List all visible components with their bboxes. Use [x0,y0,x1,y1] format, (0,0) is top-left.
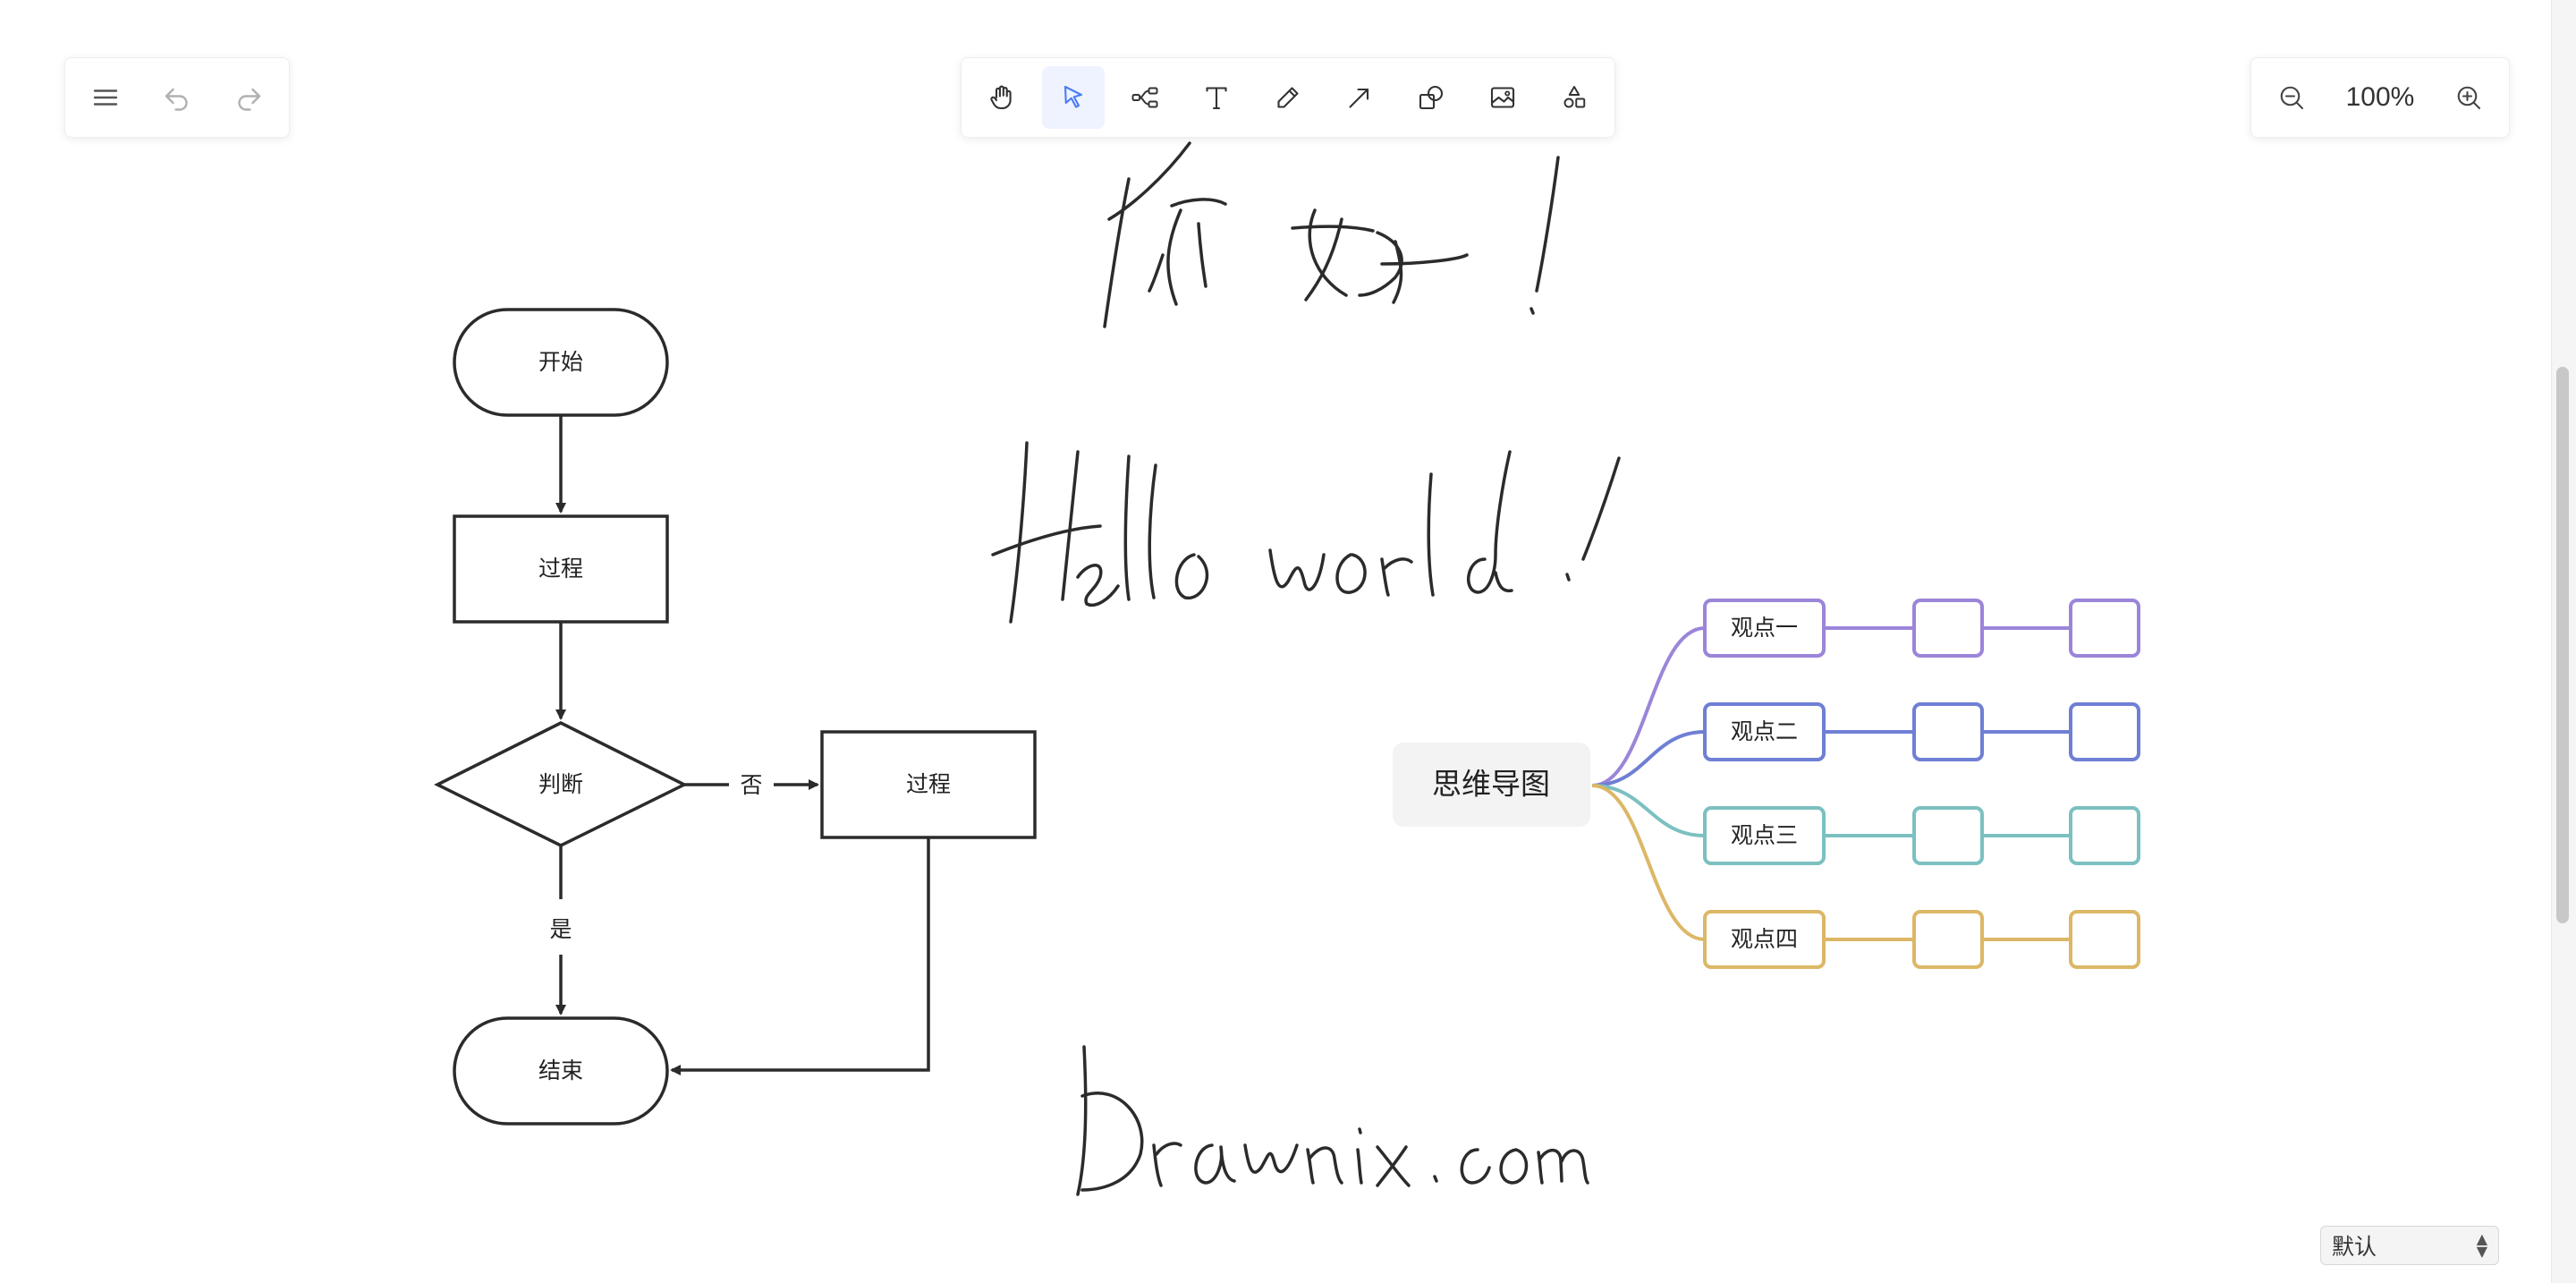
redo-button[interactable] [217,66,280,129]
mindmap-branch-node[interactable]: 观点四 [1703,910,1826,969]
flow-process-2-label: 过程 [906,771,951,797]
tool-extra-shapes-button[interactable] [1543,66,1606,129]
flow-end-label: 结束 [538,1058,583,1083]
menu-button[interactable] [74,66,137,129]
zoom-toolbar: 100% [2250,57,2510,138]
mindmap-branch-label: 观点四 [1731,926,1798,952]
mindmap-branch-node[interactable]: 观点二 [1703,702,1826,761]
arrow-icon [1349,88,1369,108]
flow-start-label: 开始 [538,349,583,375]
mindmap-branch-line [1591,730,1706,787]
mindmap-child-node[interactable] [2069,599,2140,658]
mindmap-branch-line [1591,784,1706,837]
zoom-out-icon [2280,86,2304,110]
mindmap-root-node[interactable]: 思维导图 [1393,743,1590,827]
hand-icon [990,85,1012,110]
shape-icon [1419,85,1444,110]
pencil-icon [1277,87,1299,108]
theme-select-value: 默认 [2332,1234,2377,1260]
mindmap-branch-line [1591,626,1706,787]
flow-start-node[interactable]: 开始 [453,308,669,417]
undo-icon [165,88,188,111]
mindmap-icon [1131,87,1158,108]
mindmap-child-node[interactable] [2069,702,2140,761]
more-shapes-icon [1563,86,1586,108]
mindmap-child-node[interactable] [1912,910,1984,969]
mindmap-branch-line [1591,784,1706,941]
tool-image-button[interactable] [1471,66,1534,129]
select-arrows-icon: ▲▼ [2476,1230,2487,1260]
flow-process-node-2[interactable]: 过程 [820,730,1037,839]
drawing-toolbar [961,57,1615,138]
flow-decision-label: 判断 [538,771,583,797]
flow-no-label: 否 [740,772,762,798]
flow-yes-label: 是 [549,916,572,942]
mindmap-child-node[interactable] [2069,806,2140,865]
image-icon [1490,87,1515,108]
flowchart: 开始 过程 判断 否 过程 是 [434,308,1037,1126]
mindmap-child-node[interactable] [1912,806,1984,865]
tool-shape-button[interactable] [1400,66,1462,129]
tool-select-button[interactable] [1042,66,1105,129]
theme-select[interactable]: 默认 ▲▼ [2320,1226,2499,1265]
tool-text-button[interactable] [1185,66,1248,129]
pointer-icon [1063,85,1083,108]
tool-pen-button[interactable] [1257,66,1319,129]
mindmap-child-node[interactable] [1912,599,1984,658]
zoom-in-icon [2457,86,2481,110]
mindmap-branch-label: 观点三 [1731,822,1798,848]
flow-process-node[interactable]: 过程 [453,514,669,624]
hamburger-menu-icon [93,89,118,106]
mindmap-branch-label: 观点一 [1731,615,1798,641]
zoom-in-button[interactable] [2437,66,2500,129]
mindmap-child-node[interactable] [2069,910,2140,969]
flow-process-label: 过程 [538,556,583,582]
handwriting-hello-world[interactable] [991,441,1621,624]
handwriting-greeting[interactable] [1103,141,1560,328]
flow-end-node[interactable]: 结束 [453,1016,669,1126]
mindmap-child-node[interactable] [1912,702,1984,761]
flow-decision-node[interactable]: 判断 [434,721,688,847]
redo-icon [238,88,261,111]
flow-connector[interactable] [670,837,930,1075]
undo-button[interactable] [146,66,208,129]
app-toolbar [64,57,290,138]
tool-arrow-button[interactable] [1328,66,1391,129]
mindmap-branch-label: 观点二 [1731,718,1798,744]
mindmap-root-label: 思维导图 [1432,767,1550,802]
handwriting-drawnix[interactable] [1076,1045,1589,1196]
tool-mindmap-button[interactable] [1114,66,1176,129]
tool-hand-button[interactable] [970,66,1033,129]
mindmap-branch-node[interactable]: 观点一 [1703,599,1826,658]
zoom-level[interactable]: 100% [2345,82,2415,112]
text-icon [1206,87,1227,110]
zoom-out-button[interactable] [2260,66,2323,129]
mindmap-branch-node[interactable]: 观点三 [1703,806,1826,865]
scrollbar-thumb[interactable] [2556,367,2569,923]
